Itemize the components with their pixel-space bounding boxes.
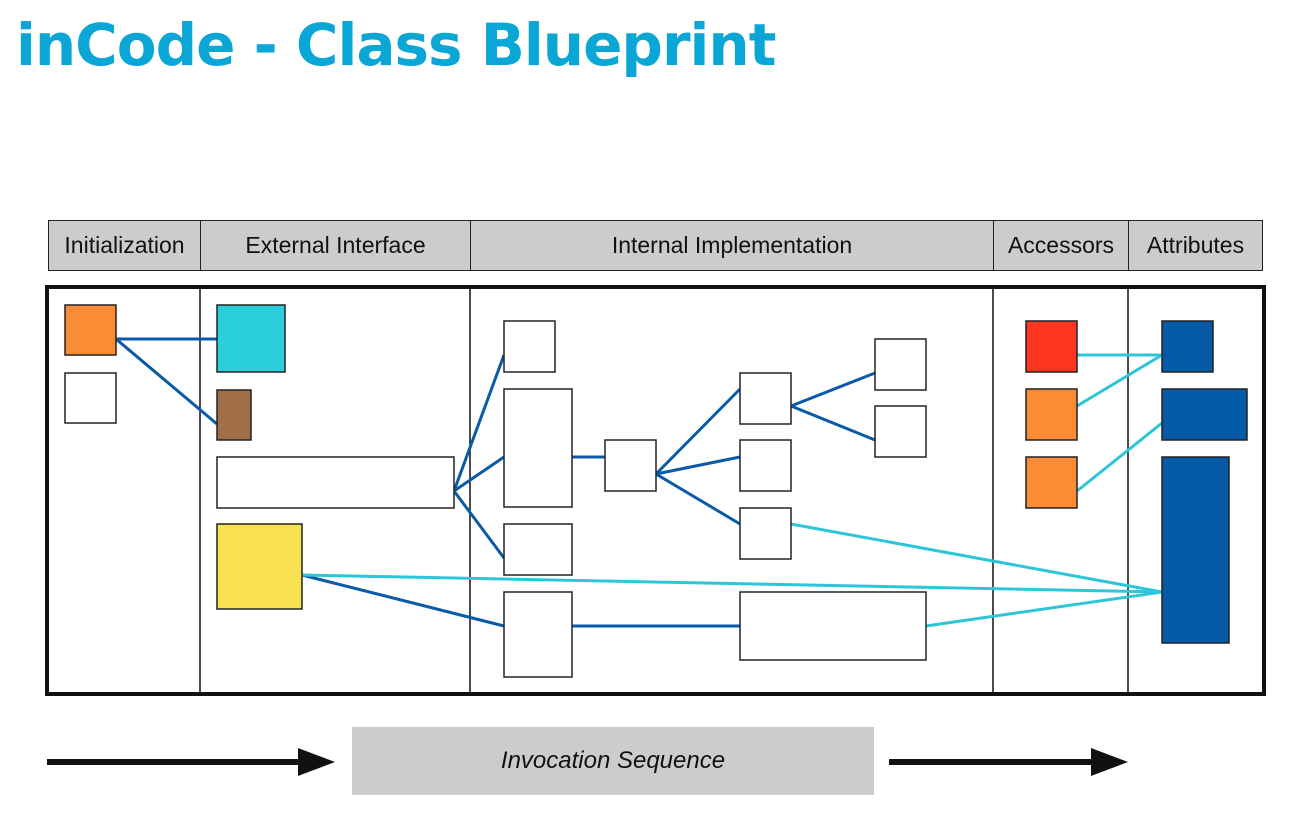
node-int-g bbox=[739, 439, 792, 492]
node-ext-wide bbox=[216, 456, 455, 509]
column-header-internal-implementation: Internal Implementation bbox=[470, 220, 994, 271]
arrow-head-right bbox=[1091, 748, 1128, 776]
column-header-attributes: Attributes bbox=[1128, 220, 1263, 271]
node-attr-3 bbox=[1161, 456, 1230, 644]
node-ext-brown bbox=[216, 389, 252, 441]
edge-init-1-to-ext-brown bbox=[115, 337, 218, 426]
node-int-i bbox=[739, 591, 927, 661]
invocation-arrows bbox=[47, 748, 1128, 776]
edge-int-e-to-int-f bbox=[654, 387, 742, 476]
node-layer bbox=[64, 304, 1248, 678]
node-acc-orange-1 bbox=[1025, 388, 1078, 441]
edge-int-i-to-attr-3 bbox=[925, 590, 1163, 628]
node-int-f bbox=[739, 372, 792, 425]
edge-acc-orange-2-to-attr-2 bbox=[1076, 421, 1163, 493]
node-int-h bbox=[739, 507, 792, 560]
edge-int-f-to-int-k bbox=[790, 404, 876, 442]
node-ext-cyan bbox=[216, 304, 286, 373]
node-int-j bbox=[874, 338, 927, 391]
node-ext-yellow bbox=[216, 523, 303, 610]
node-attr-1 bbox=[1161, 320, 1214, 373]
node-int-a bbox=[503, 320, 556, 373]
node-init-2 bbox=[64, 372, 117, 424]
node-int-e bbox=[604, 439, 657, 492]
edge-ext-yellow-to-attr-3 bbox=[301, 573, 1163, 594]
edge-layer bbox=[115, 337, 1163, 628]
edge-int-e-to-int-h bbox=[655, 472, 741, 526]
edge-ext-wide-to-int-c bbox=[452, 490, 506, 559]
node-int-d bbox=[503, 591, 573, 678]
column-header-accessors: Accessors bbox=[993, 220, 1129, 271]
invocation-sequence-label: Invocation Sequence bbox=[352, 727, 874, 795]
edge-ext-wide-to-int-b bbox=[453, 455, 505, 493]
node-int-c bbox=[503, 523, 573, 576]
edge-ext-wide-to-int-a bbox=[452, 354, 506, 492]
node-acc-orange-2 bbox=[1025, 456, 1078, 509]
blueprint-frame bbox=[45, 285, 1266, 696]
page-title: inCode - Class Blueprint bbox=[16, 11, 776, 79]
edge-int-e-to-int-g bbox=[655, 455, 741, 476]
edge-acc-orange-1-to-attr-1 bbox=[1076, 353, 1163, 408]
column-frame bbox=[45, 285, 1266, 696]
edge-ext-yellow-to-int-d bbox=[301, 573, 505, 628]
node-int-b bbox=[503, 388, 573, 508]
column-header-initialization: Initialization bbox=[48, 220, 201, 271]
arrow-head-left bbox=[298, 748, 335, 776]
node-attr-2 bbox=[1161, 388, 1248, 441]
edge-int-f-to-int-j bbox=[790, 371, 876, 408]
node-init-1 bbox=[64, 304, 117, 356]
node-acc-red bbox=[1025, 320, 1078, 373]
node-int-k bbox=[874, 405, 927, 458]
edge-int-h-to-attr-3 bbox=[790, 522, 1163, 594]
